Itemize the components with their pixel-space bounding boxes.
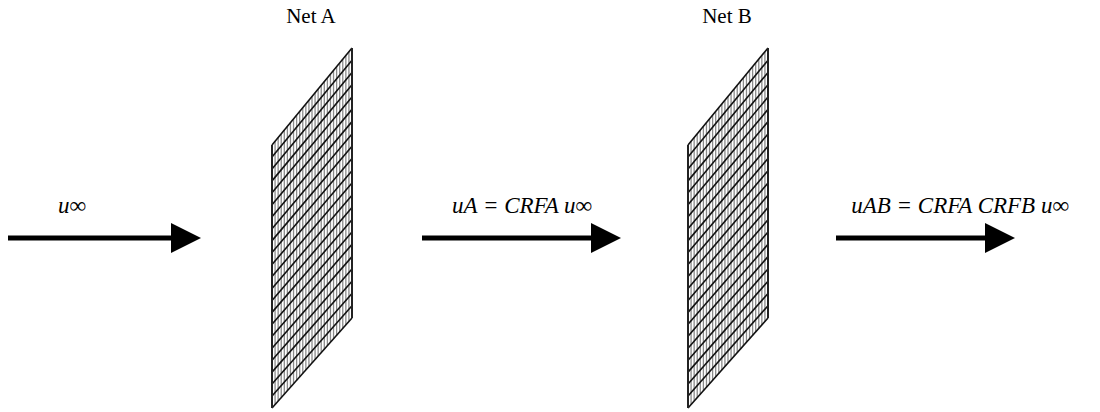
net-mesh: [241, 2, 381, 412]
net-node: Net B: [657, 2, 797, 412]
flow-arrow: [836, 236, 1000, 241]
net-title: Net A: [241, 4, 381, 29]
flow-arrow: [8, 236, 186, 241]
flow-label: uAB = CRFA CRFB u∞: [849, 193, 1071, 219]
flow-label: uA = CRFA u∞: [450, 193, 594, 219]
flow-arrow: [422, 236, 606, 241]
net-node: Net A: [241, 2, 381, 412]
flow-label: u∞: [56, 193, 88, 219]
net-title: Net B: [657, 4, 797, 29]
net-mesh: [657, 2, 797, 412]
